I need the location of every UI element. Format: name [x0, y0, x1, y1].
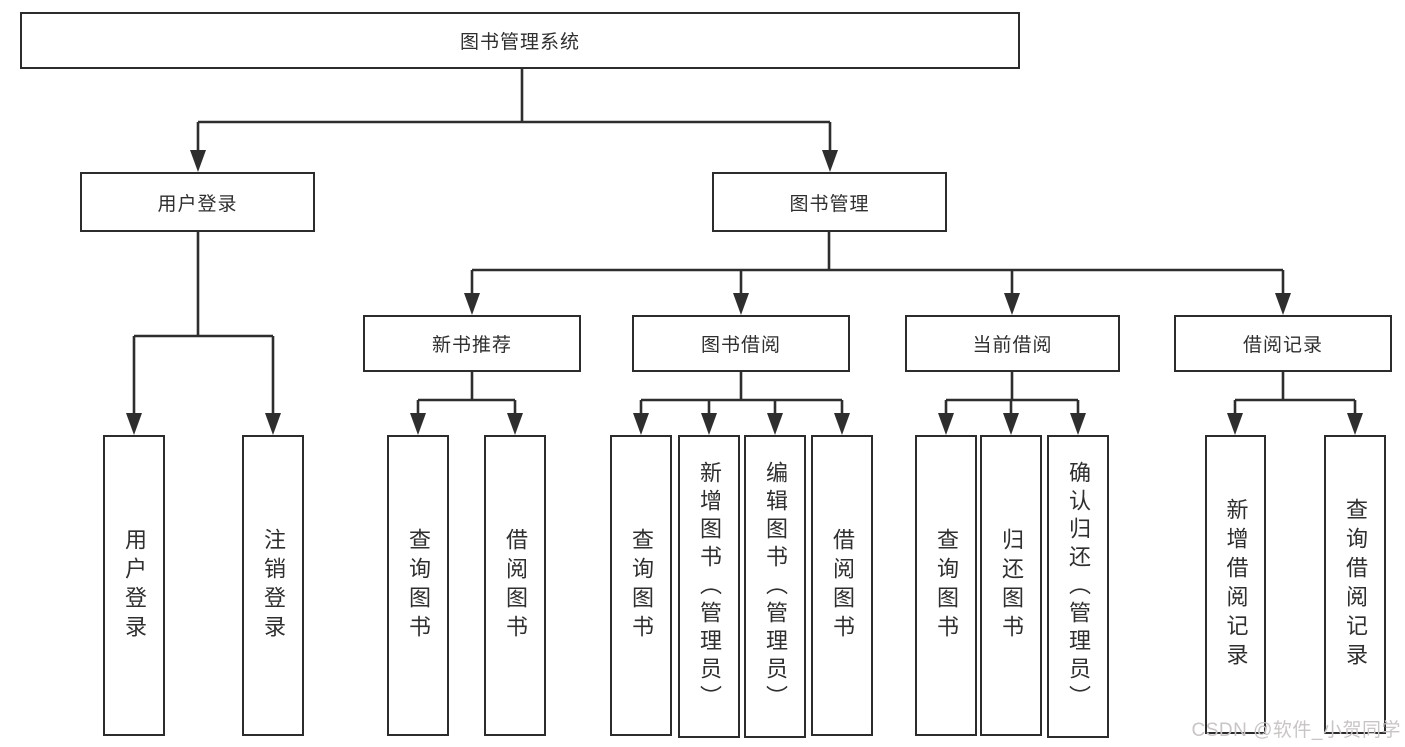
edge-root-to-level2: [190, 68, 838, 172]
leaf-return-book: 归还图书: [980, 435, 1042, 736]
edge-user-login-children: [126, 232, 281, 435]
leaf-query-borrow-record: 查询借阅记录: [1324, 435, 1386, 734]
node-root: 图书管理系统: [20, 12, 1020, 69]
node-book-borrow: 图书借阅: [632, 315, 850, 372]
node-new-book-recommend: 新书推荐: [363, 315, 581, 372]
leaf-logout: 注销登录: [242, 435, 304, 736]
node-borrow-record: 借阅记录: [1174, 315, 1392, 372]
edge-borrow-record-children: [1227, 372, 1363, 435]
edge-new-book-rec-children: [410, 372, 523, 435]
edge-book-borrow-children: [633, 372, 850, 435]
csdn-watermark: CSDN @软件_小贺同学: [1191, 720, 1401, 741]
leaf-query-book-2: 查询图书: [610, 435, 672, 736]
edge-current-borrow-children: [938, 372, 1086, 435]
leaf-query-book-3: 查询图书: [915, 435, 977, 736]
node-current-borrow: 当前借阅: [905, 315, 1120, 372]
leaf-edit-book-admin: 编辑图书（管理员）: [744, 435, 806, 738]
leaf-user-login: 用户登录: [103, 435, 165, 736]
leaf-borrow-book-2: 借阅图书: [811, 435, 873, 736]
leaf-query-book-1: 查询图书: [387, 435, 449, 736]
node-user-login: 用户登录: [80, 172, 315, 232]
node-book-management: 图书管理: [712, 172, 947, 232]
leaf-confirm-return-admin: 确认归还（管理员）: [1047, 435, 1109, 738]
leaf-add-book-admin: 新增图书（管理员）: [678, 435, 740, 738]
leaf-borrow-book-1: 借阅图书: [484, 435, 546, 736]
edge-book-mgmt-children: [464, 232, 1291, 315]
leaf-add-borrow-record: 新增借阅记录: [1205, 435, 1266, 734]
